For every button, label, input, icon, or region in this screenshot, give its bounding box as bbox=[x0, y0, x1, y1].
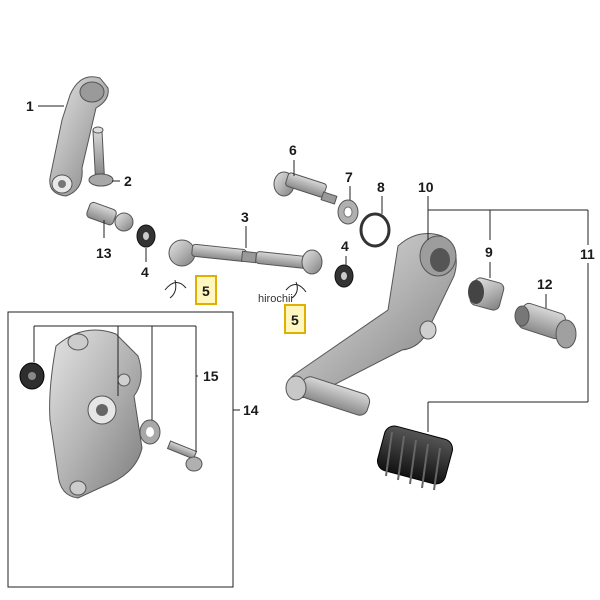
leader-lines bbox=[33, 105, 589, 452]
label-part-10-front: 10 bbox=[418, 179, 434, 195]
washer-part-4-left bbox=[136, 224, 156, 248]
label-9-bg bbox=[483, 244, 497, 260]
highlight-box-5-left bbox=[195, 275, 217, 305]
bolt-part-2 bbox=[88, 126, 114, 187]
shift-arm-part bbox=[49, 76, 109, 197]
inset-bolt-part bbox=[166, 440, 203, 472]
label-part-9-front: 9 bbox=[485, 244, 493, 260]
label-11-bg bbox=[578, 245, 596, 263]
label-part-3: 3 bbox=[241, 209, 249, 225]
circlip-part-5-right bbox=[285, 281, 307, 299]
label-part-2: 2 bbox=[124, 173, 132, 189]
label-part-1: 1 bbox=[26, 98, 34, 114]
highlight-box-5-right bbox=[284, 304, 306, 334]
label-part-5-right: 5 bbox=[291, 312, 299, 328]
washer-part-7 bbox=[337, 199, 359, 225]
label-part-15-front: 15 bbox=[203, 368, 219, 384]
pivot-sleeve-part-12 bbox=[514, 302, 577, 349]
label-part-12: 12 bbox=[537, 276, 553, 292]
bushing-part-9 bbox=[468, 277, 505, 311]
label-15-bg bbox=[198, 368, 222, 384]
o-ring-part-8 bbox=[359, 212, 391, 248]
label-10-bg bbox=[413, 180, 437, 196]
label-part-8: 8 bbox=[377, 179, 385, 195]
inset-box-14 bbox=[7, 311, 234, 588]
label-part-4-left: 4 bbox=[141, 264, 149, 280]
ball-joint-part-13 bbox=[86, 201, 134, 232]
label-part-5-left: 5 bbox=[202, 283, 210, 299]
circlip-part-5-left bbox=[164, 279, 187, 299]
label-part-7: 7 bbox=[345, 169, 353, 185]
shift-rod-part-3 bbox=[168, 239, 323, 275]
label-part-14: 14 bbox=[243, 402, 259, 418]
label-part-13: 13 bbox=[96, 245, 112, 261]
label-part-4-right: 4 bbox=[341, 238, 349, 254]
label-part-11-front: 11 bbox=[580, 246, 595, 262]
label-part-6: 6 bbox=[289, 142, 297, 158]
rubber-footpeg bbox=[376, 425, 454, 491]
small-gear-part bbox=[19, 362, 45, 390]
washer-part-4-right bbox=[334, 264, 354, 288]
housing-cover-part bbox=[49, 329, 143, 499]
watermark-text: hirochii bbox=[258, 293, 293, 305]
pivot-bolt-part-6 bbox=[273, 171, 338, 205]
inset-washer-part bbox=[139, 419, 161, 445]
shift-pedal-part-10 bbox=[285, 233, 457, 416]
